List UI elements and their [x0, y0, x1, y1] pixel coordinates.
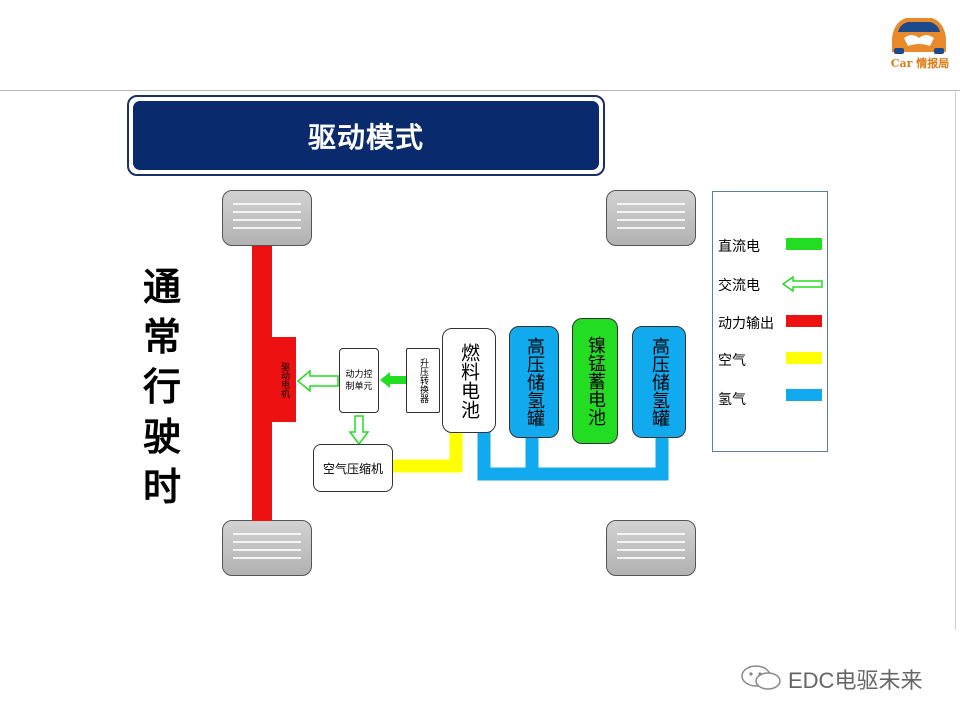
- legend-swatch-power-output: [786, 315, 822, 327]
- wheel-front-left: [222, 190, 312, 246]
- ac-arrow-to-motor: [296, 369, 339, 393]
- legend-label-dc: 直流电: [718, 239, 760, 255]
- drive-shaft-power-output: [252, 246, 272, 521]
- power-control-unit: 动力控制单元: [339, 348, 379, 413]
- legend-label-air: 空气: [718, 353, 746, 369]
- fuel-cell-stack: 燃料电池: [442, 328, 496, 433]
- wechat-icon: [741, 665, 781, 690]
- legend-swatch-hydrogen: [786, 389, 822, 401]
- wheel-front-right: [606, 190, 696, 246]
- dc-arrow-head: [380, 372, 390, 388]
- logo-text: Car 情报局: [890, 57, 950, 70]
- page-title: 驱动模式: [133, 101, 599, 170]
- boost-converter: 升压转换器: [406, 348, 440, 413]
- legend-label-ac: 交流电: [718, 278, 760, 294]
- legend-swatch-ac-arrow-icon: [782, 276, 823, 292]
- car-logo-icon: [892, 18, 946, 54]
- legend-label-power-output: 动力输出: [718, 316, 774, 332]
- slide-right-edge: [955, 90, 956, 630]
- nimh-battery: 镍锰蓄电池: [572, 318, 618, 444]
- watermark-text: EDC电驱未来: [788, 668, 923, 693]
- wheel-rear-right: [606, 520, 696, 576]
- ac-arrow-to-compressor: [348, 415, 370, 446]
- drive-motor: 驱动电机: [272, 337, 296, 422]
- legend-swatch-air: [786, 352, 822, 364]
- legend-label-hydrogen: 氢气: [718, 392, 746, 408]
- hydrogen-tank-right: 高压储氢罐: [632, 326, 686, 438]
- legend-swatch-dc: [786, 238, 822, 250]
- air-line: [392, 432, 463, 473]
- air-compressor: 空气压缩机: [313, 444, 393, 492]
- hydrogen-line: [477, 432, 669, 481]
- hydrogen-tank-left: 高压储氢罐: [509, 326, 559, 438]
- side-title: 通常行驶时: [142, 265, 181, 509]
- header-divider: [0, 90, 960, 91]
